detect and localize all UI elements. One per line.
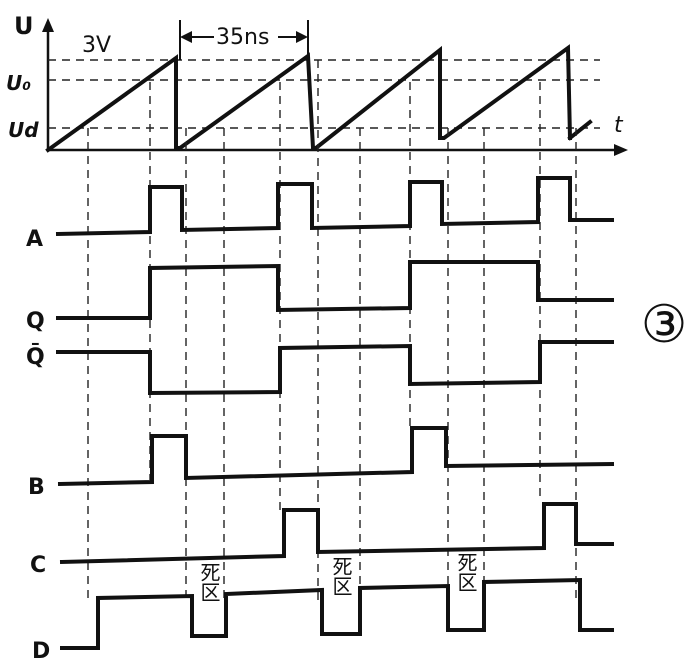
sawtooth-wave [45,44,573,153]
u0-label: U₀ [6,71,31,95]
dead-zone-label: 死区 [454,552,478,592]
u-axis-label: U [14,12,34,40]
figure-number: ③ [641,295,688,355]
signal-label-c: C [30,553,46,578]
waveform-b [57,426,615,487]
waveform-d [60,577,614,650]
ud-label: Ud [8,118,39,142]
period-label: 35ns [216,25,269,50]
signal-label-b: B [28,475,45,500]
dead-zone-label: 死区 [329,556,353,596]
u-axis-arrow-icon [42,18,54,32]
period-arrow-right-icon [296,31,308,43]
signal-label-q: Q [26,309,45,334]
sawtooth-panel: U t U₀ Ud 3V 35ns [6,12,628,156]
waveform-qbar-trace [56,340,614,396]
waveform-b-trace [57,426,615,487]
t-axis-label: t [614,113,624,138]
amplitude-label: 3V [82,33,111,58]
dead-zone-label: 死区 [197,562,221,602]
signal-labels: A Q Q̄ B C D [26,227,50,664]
waveform-d-trace [60,577,614,650]
t-axis-arrow-icon [614,144,628,156]
waveform-q-trace [56,260,614,320]
alignment-lines [87,60,577,600]
signal-label-d: D [32,639,50,664]
waveform-q [56,260,614,320]
waveform-c-trace [59,502,614,565]
sawtooth-tail [567,119,593,141]
signal-label-a: A [26,227,43,252]
waveform-c [59,502,614,565]
waveform-a-trace [55,176,614,237]
period-arrow-left-icon [180,31,192,43]
dead-zone-labels: 死区 死区 死区 [197,552,478,602]
waveform-qbar [56,340,614,396]
waveform-a [55,176,614,237]
signal-label-qbar: Q̄ [26,344,45,370]
